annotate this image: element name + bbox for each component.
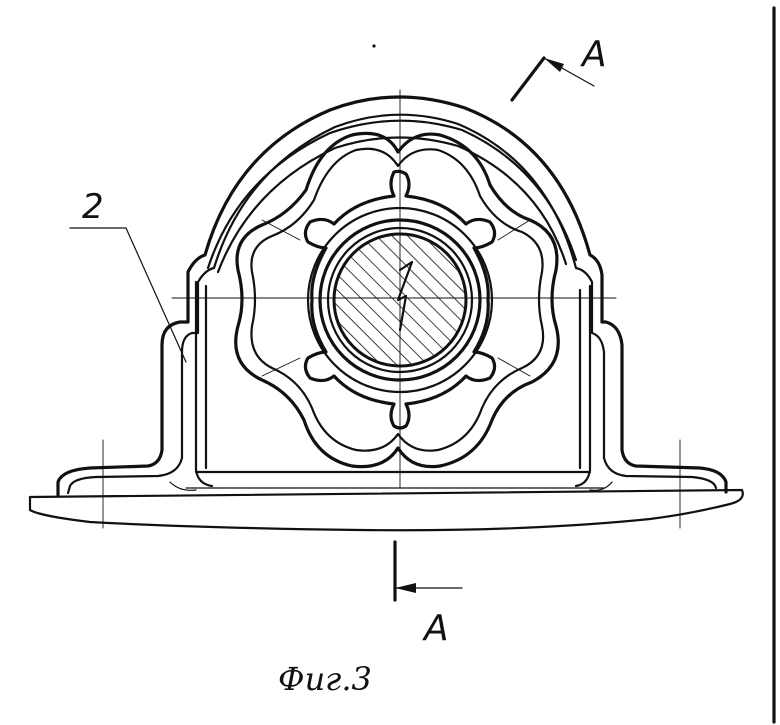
section-label-bottom: A: [422, 608, 449, 649]
section-mark-top: [510, 56, 546, 102]
axis-line-upper-left: [261, 219, 301, 241]
base-plate: [28, 488, 744, 532]
section-arrow-bottom-head: [395, 583, 416, 593]
shaft-break-mark: [396, 260, 414, 332]
elastic-element-inner: [250, 147, 545, 452]
section-arrow-top-head: [544, 58, 564, 72]
left-foot-fillet: [169, 481, 197, 491]
elastic-element-outer: [234, 131, 560, 469]
axis-line-lower-right: [497, 357, 531, 377]
housing-inner-outline: [66, 113, 718, 495]
figure-caption: Фиг.3: [278, 660, 372, 698]
section-label-top: A: [580, 34, 607, 75]
arch-band-edge-inner: [216, 136, 568, 274]
star-bearing-race: [303, 169, 497, 430]
right-bracket-inner-line: [574, 284, 592, 488]
right-foot-fillet: [589, 481, 613, 491]
left-bracket-inner-line: [194, 280, 214, 488]
callout-2-leader: [69, 227, 187, 363]
ink-dot: [372, 44, 376, 48]
axis-line-lower-left: [261, 357, 301, 377]
callout-2-label: 2: [82, 187, 104, 227]
housing-outer-outline: [56, 95, 728, 497]
axis-line-upper-right: [497, 219, 531, 241]
arch-band-edge-outer: [206, 119, 578, 270]
